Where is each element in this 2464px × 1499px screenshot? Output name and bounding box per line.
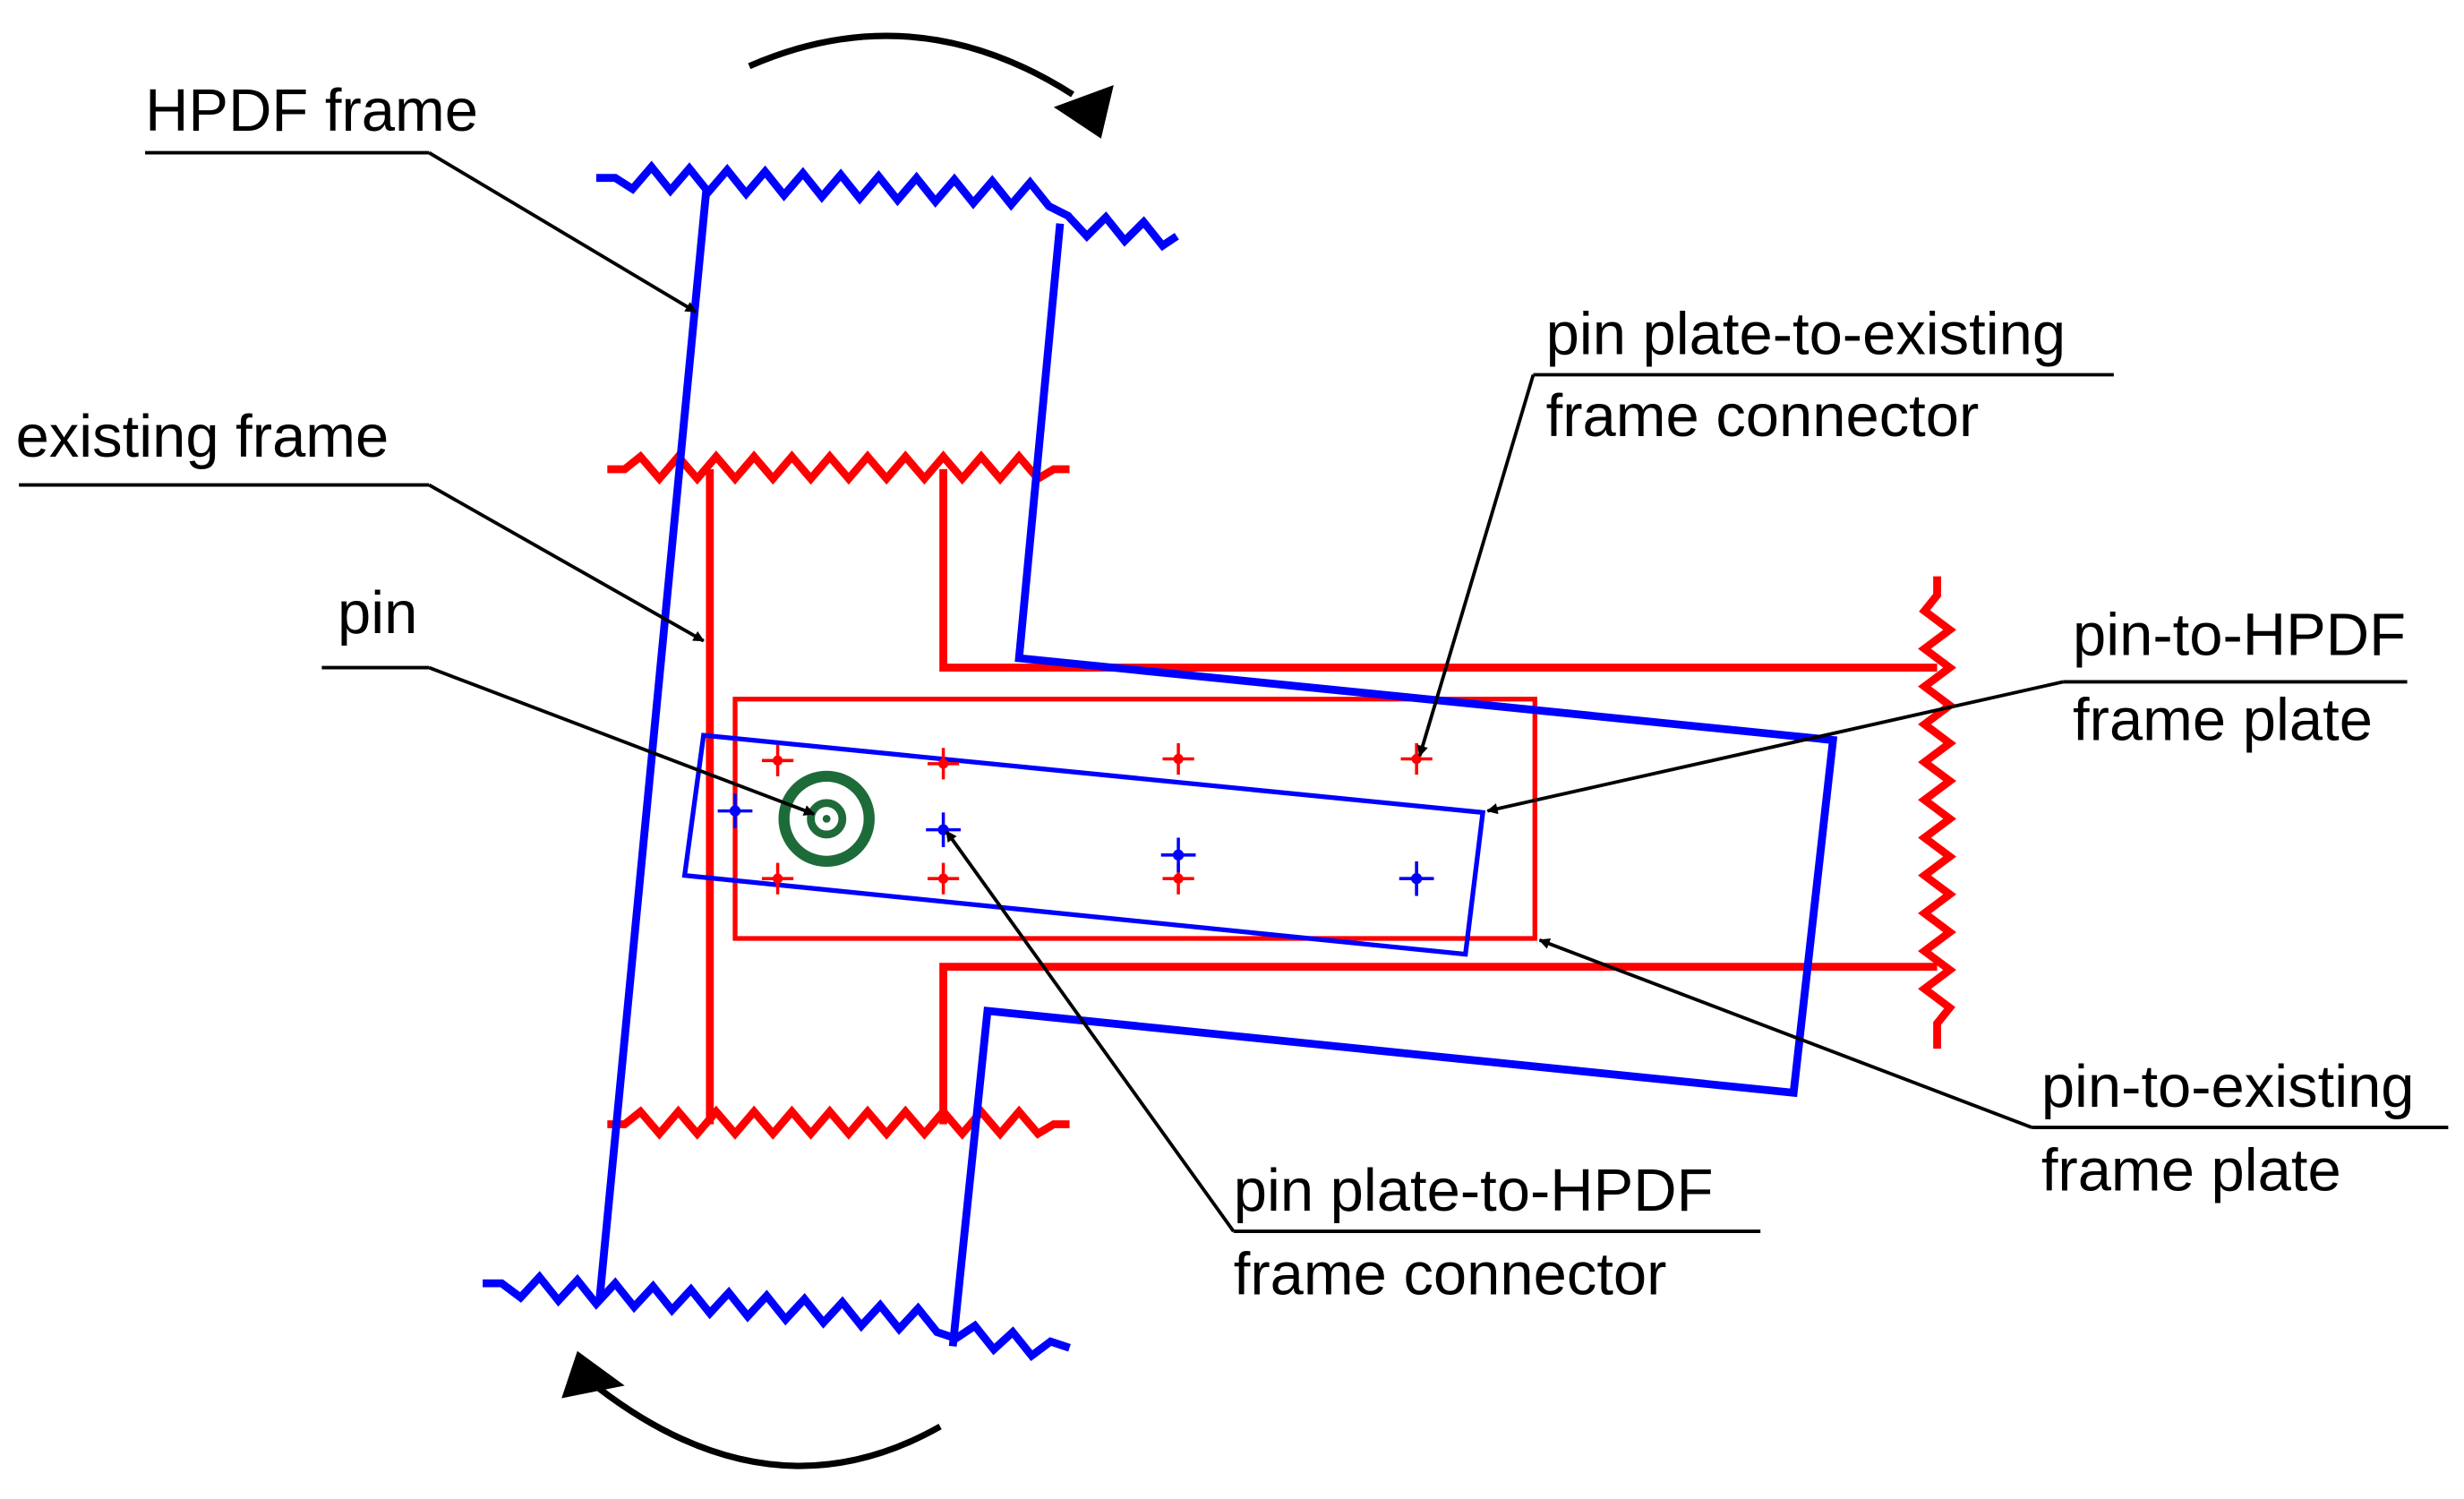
blue-connector [717,793,753,828]
label-pin-plate-existing-2: frame connector [1546,382,1980,450]
label-pin-to-existing-1: pin-to-existing [2041,1053,2415,1120]
existing-frame [607,450,1956,1140]
rotation-arrow-bottom-head [561,1350,625,1399]
existing-beam-bottom-edge [939,963,1938,1125]
pin-outer-ring [778,770,875,868]
red-connector [1162,862,1194,895]
label-pin-to-hpdf-1: pin-to-HPDF [2073,602,2406,669]
red-connector [927,748,960,780]
hpdf-column-left-edge [595,185,711,1301]
rotation-arrow-top [748,32,1074,98]
existing-frame-bottom-break [607,1105,1070,1140]
hpdf-beam-top-edge [948,223,1838,1347]
existing-frame-connectors [761,742,1433,895]
existing-beam-right-break [1918,576,1956,1049]
label-pin: pin [338,579,417,647]
label-hpdf-frame: HPDF frame [145,77,478,144]
hpdf-frame-top-break [595,160,1179,252]
red-connector [761,744,794,776]
pin [778,770,875,868]
leader-lines [19,150,2449,1234]
pin-center [822,814,831,823]
label-existing-frame: existing frame [16,403,389,470]
label-pin-plate-existing-1: pin plate-to-existing [1546,301,2066,368]
blue-connector [926,812,961,848]
pin-to-hpdf-frame-plate [681,732,1486,957]
annotation-labels: HPDF frame existing frame pin pin plate-… [16,77,2415,1307]
label-pin-plate-hpdf-1: pin plate-to-HPDF [1234,1157,1714,1224]
rotation-arrow-bottom [597,1386,942,1469]
red-connector [927,862,960,895]
pin-inner-ring [807,799,847,839]
label-pin-plate-hpdf-2: frame connector [1234,1240,1667,1307]
blue-connector [1160,837,1196,873]
hpdf-frame [483,160,1838,1362]
label-pin-to-existing-2: frame plate [2041,1136,2341,1203]
red-connector [761,862,794,895]
existing-beam-top-edge [939,469,1938,672]
blue-connector [1399,861,1434,896]
red-connector [1400,742,1433,775]
hpdf-frame-connectors [717,793,1434,896]
red-connector [1162,742,1194,775]
hpdf-frame-bottom-break [483,1271,1071,1362]
label-pin-to-hpdf-2: frame plate [2073,687,2373,754]
rotation-arrow-top-head [1053,84,1114,139]
pin-to-existing-frame-plate [732,697,1537,941]
rotation-arrows [561,32,1114,1469]
